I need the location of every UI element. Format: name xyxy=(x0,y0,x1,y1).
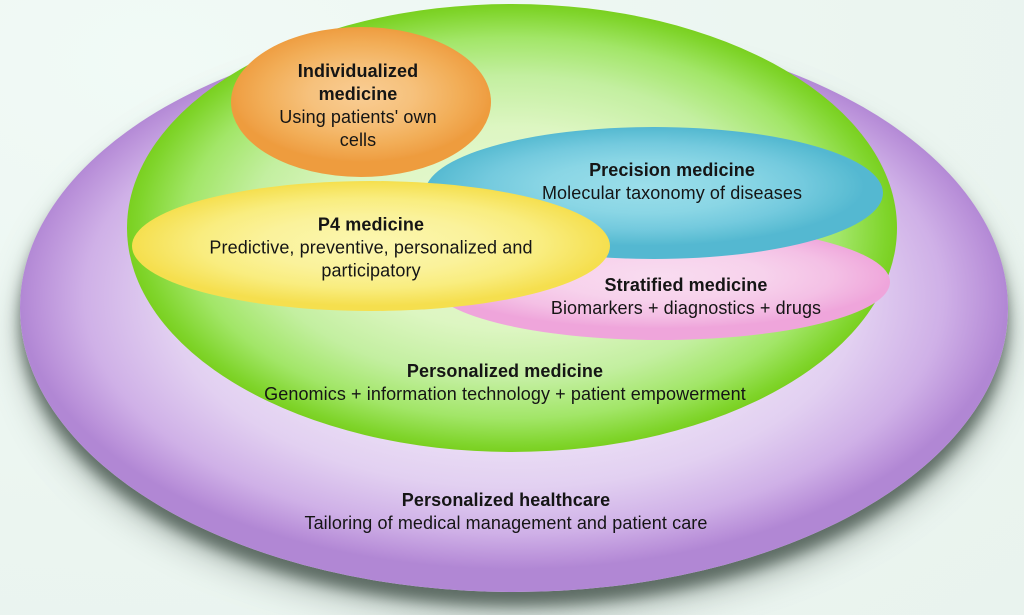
ellipse-p4-medicine xyxy=(132,181,610,311)
set-title: Stratified medicine xyxy=(604,275,768,295)
label-p4-medicine: P4 medicine Predictive, preventive, pers… xyxy=(201,214,541,283)
set-title: P4 medicine xyxy=(317,214,425,235)
set-title: Precision medicine xyxy=(589,160,755,180)
set-title: Personalized healthcare xyxy=(401,490,611,510)
label-individualized-medicine: Individualized medicine Using patients' … xyxy=(273,60,443,152)
label-personalized-medicine: Personalized medicine Genomics + informa… xyxy=(264,360,746,406)
set-description: Biomarkers + diagnostics + drugs xyxy=(550,298,822,318)
set-title: Personalized medicine xyxy=(406,361,604,381)
set-description: Molecular taxonomy of diseases xyxy=(541,183,803,203)
set-description: Predictive, preventive, personalized and… xyxy=(209,237,533,281)
set-title: Individualized medicine xyxy=(297,61,419,104)
set-description: Using patients' own cells xyxy=(279,107,437,150)
ellipse-individualized-medicine xyxy=(231,27,491,177)
label-stratified-medicine: Stratified medicine Biomarkers + diagnos… xyxy=(551,274,821,320)
set-description: Genomics + information technology + pati… xyxy=(264,384,746,404)
set-description: Tailoring of medical management and pati… xyxy=(304,513,708,533)
label-precision-medicine: Precision medicine Molecular taxonomy of… xyxy=(542,159,802,205)
label-personalized-healthcare: Personalized healthcare Tailoring of med… xyxy=(304,489,707,535)
